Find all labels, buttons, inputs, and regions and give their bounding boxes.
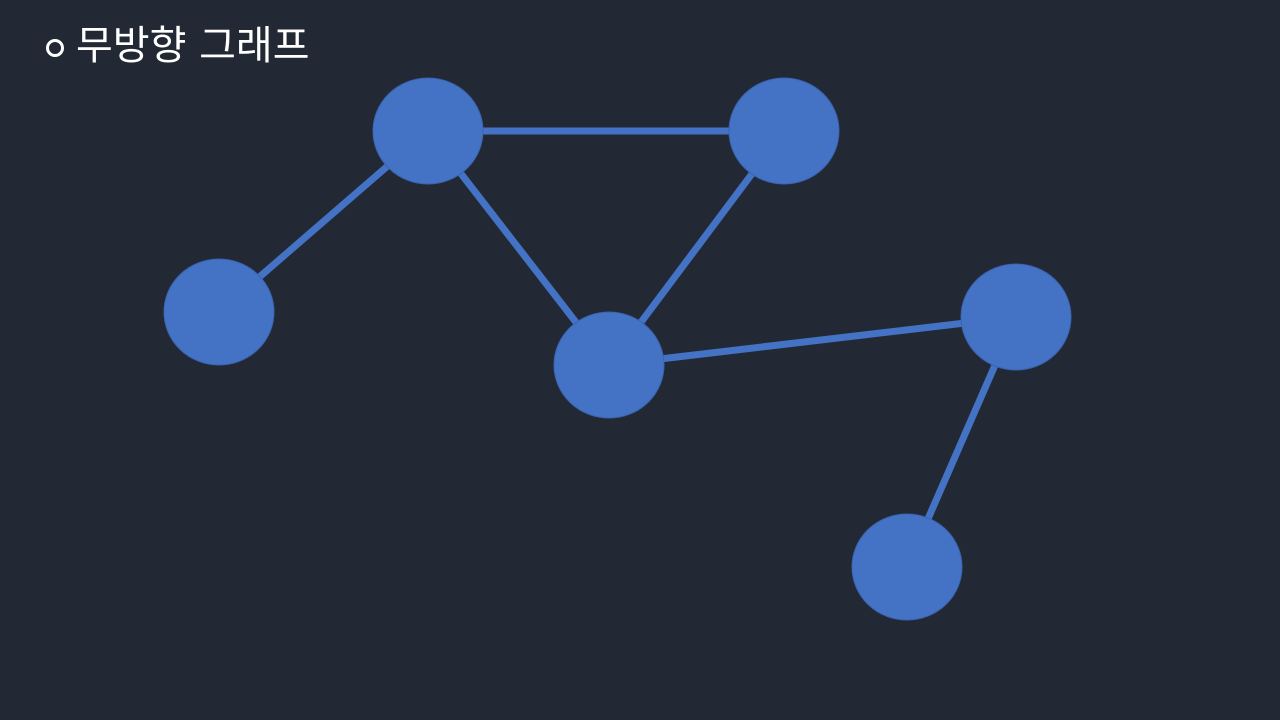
graph-node-n5 — [960, 263, 1072, 371]
graph-node-n2 — [728, 77, 840, 185]
slide-title: 무방향 그래프 — [46, 18, 310, 74]
graph-node-n1 — [372, 77, 484, 185]
graph-edge-n4-n5 — [608, 313, 1017, 369]
slide-title-text: 무방향 그래프 — [76, 23, 310, 69]
nodes-layer — [163, 77, 1072, 621]
graph-node-n6 — [851, 513, 963, 621]
graph-node-n3 — [163, 258, 275, 366]
circle-bullet-icon — [46, 39, 64, 57]
graph-node-n4 — [553, 311, 665, 419]
